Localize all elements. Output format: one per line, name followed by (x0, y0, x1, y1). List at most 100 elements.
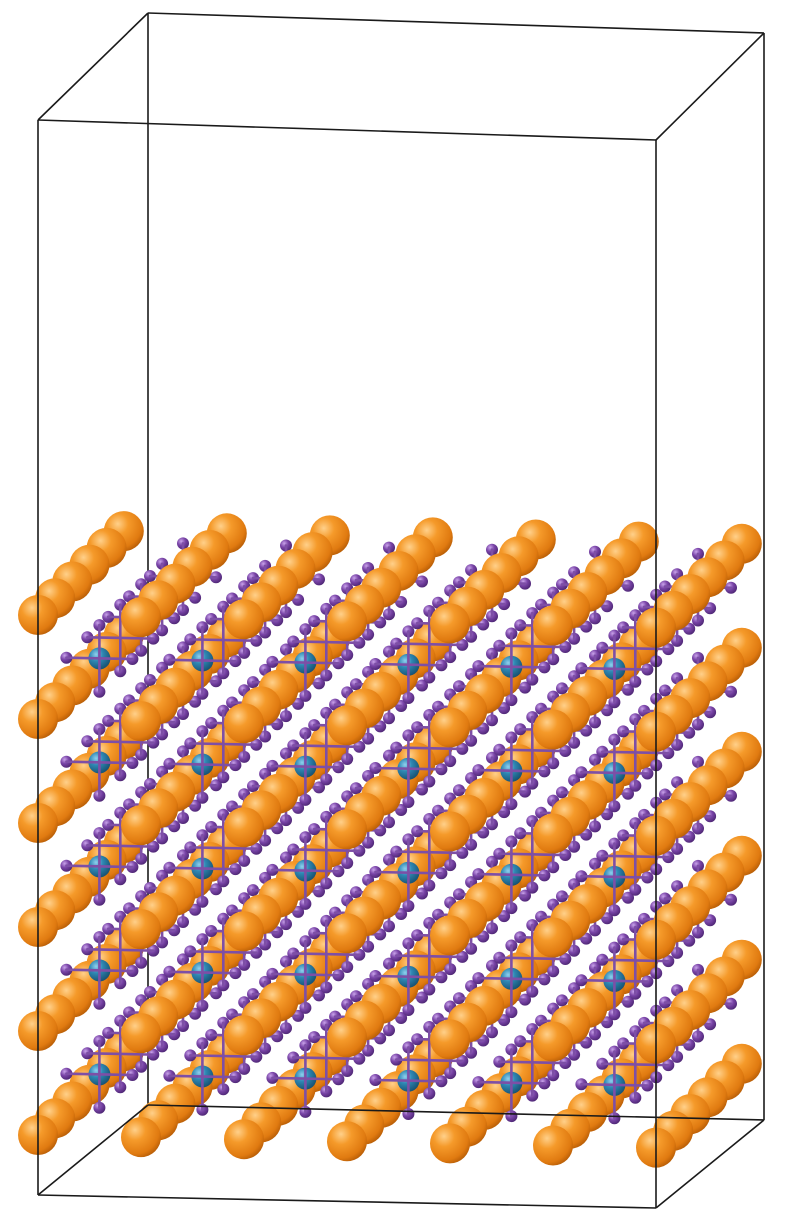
bond (86, 635, 155, 640)
bond (168, 1074, 237, 1079)
bond (86, 843, 155, 848)
cell-edge (147, 12, 765, 34)
large-atom (533, 1125, 573, 1166)
large-atom (121, 1117, 161, 1158)
bond (168, 658, 237, 663)
bond (601, 646, 670, 651)
bond (271, 1076, 340, 1081)
large-atom (327, 1017, 367, 1058)
large-atom (430, 603, 470, 644)
large-atom (224, 911, 264, 952)
large-atom (533, 917, 573, 958)
bond (189, 638, 258, 643)
bond (374, 870, 443, 875)
atom-lattice (18, 511, 762, 1168)
bond (271, 868, 340, 873)
bond (601, 854, 670, 859)
large-atom (224, 703, 264, 744)
bond (580, 978, 649, 983)
large-atom (121, 909, 161, 950)
large-atom (121, 701, 161, 742)
bond (189, 846, 258, 851)
large-atom (430, 1019, 470, 1060)
bond (86, 1051, 155, 1056)
bond (601, 750, 670, 755)
bond (580, 666, 649, 671)
large-atom (327, 809, 367, 850)
cell-edge (37, 1104, 149, 1196)
large-atom (430, 707, 470, 748)
bond (580, 770, 649, 775)
bond (580, 874, 649, 879)
cell-edge (655, 32, 765, 141)
bond (477, 664, 546, 669)
large-atom (224, 1015, 264, 1056)
large-atom (327, 1121, 367, 1162)
bond (395, 746, 464, 751)
large-atom (533, 1021, 573, 1062)
large-atom (533, 709, 573, 750)
large-atom (327, 601, 367, 642)
large-atom (327, 705, 367, 746)
large-atom (224, 599, 264, 640)
bond (292, 1056, 361, 1061)
bond (477, 1080, 546, 1085)
large-atom (121, 1013, 161, 1054)
bond (601, 1062, 670, 1067)
bond (65, 968, 134, 973)
bond (189, 1054, 258, 1059)
bond (498, 956, 567, 961)
bond (477, 872, 546, 877)
large-atom (121, 805, 161, 846)
bond (395, 850, 464, 855)
bond (498, 748, 567, 753)
bond (168, 866, 237, 871)
bond (65, 760, 134, 765)
bond (374, 974, 443, 979)
bond (395, 642, 464, 647)
bond (580, 1082, 649, 1087)
unit-cell-front (37, 119, 765, 1209)
bond (374, 1078, 443, 1083)
bond (601, 958, 670, 963)
cell-edge (655, 1119, 765, 1209)
bond (65, 656, 134, 661)
bond (395, 954, 464, 959)
bond (86, 739, 155, 744)
cell-edge (37, 119, 657, 141)
bond (374, 766, 443, 771)
bond (168, 970, 237, 975)
cell-edge (147, 1104, 765, 1121)
large-atom (224, 807, 264, 848)
cell-edge (37, 1194, 657, 1209)
bond (271, 764, 340, 769)
bond (292, 952, 361, 957)
bond (477, 768, 546, 773)
bond (168, 762, 237, 767)
bond (477, 976, 546, 981)
large-atom (430, 811, 470, 852)
large-atom (224, 1119, 264, 1160)
large-atom (533, 813, 573, 854)
large-atom (430, 915, 470, 956)
bond (65, 864, 134, 869)
bond (271, 660, 340, 665)
bond (292, 744, 361, 749)
bond (498, 852, 567, 857)
bond (498, 1060, 567, 1065)
large-atom (327, 913, 367, 954)
cell-edge (37, 12, 149, 121)
bond (498, 644, 567, 649)
large-atom (430, 1123, 470, 1164)
bond (395, 1058, 464, 1063)
bond (86, 947, 155, 952)
large-atom (121, 597, 161, 638)
bond (189, 950, 258, 955)
bond (271, 972, 340, 977)
large-atom (533, 605, 573, 646)
bond (189, 742, 258, 747)
bond (65, 1072, 134, 1077)
bond (374, 662, 443, 667)
bond (292, 848, 361, 853)
